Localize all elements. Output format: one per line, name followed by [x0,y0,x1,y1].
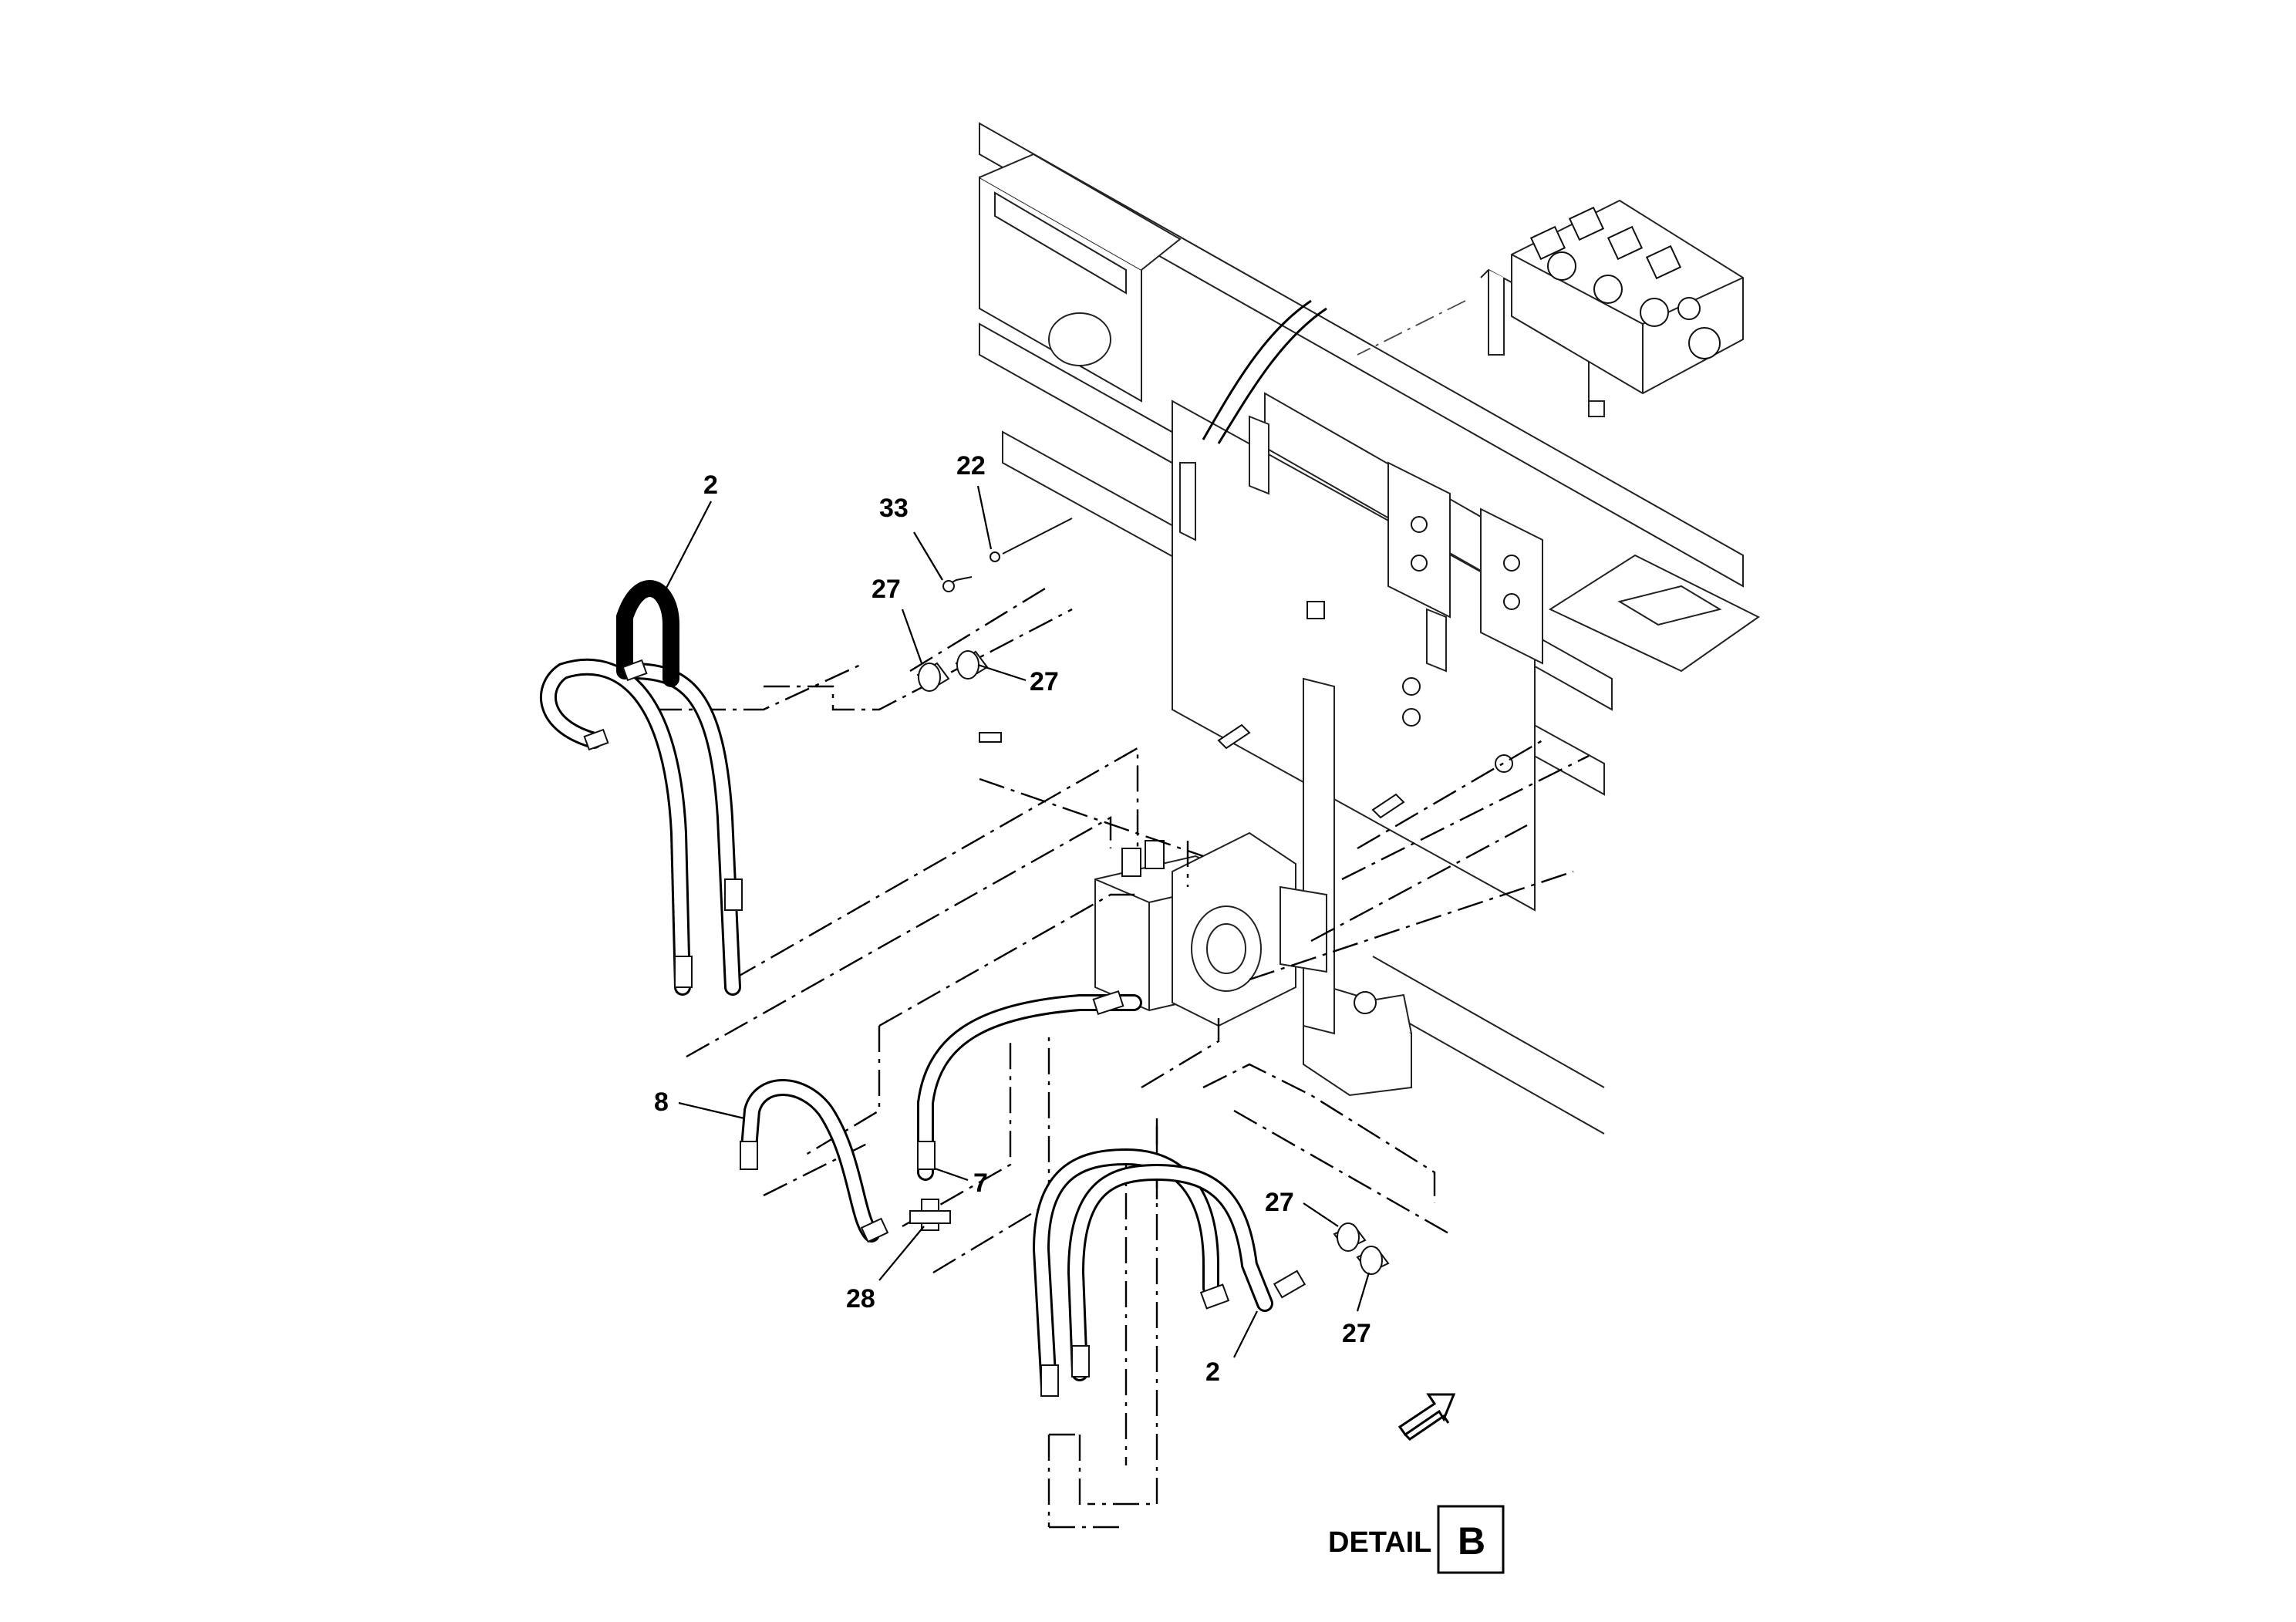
detail-text: DETAIL [1328,1526,1431,1559]
machine-frame [979,122,1760,1135]
callout-27-b: 27 [977,663,1059,696]
svg-text:22: 22 [956,451,986,481]
svg-text:2: 2 [703,470,718,500]
detail-letter: B [1458,1519,1485,1563]
detail-label: DETAIL B [1328,1505,1505,1574]
callout-27-c: 27 [1265,1188,1339,1227]
hose-assembly-8 [740,1079,889,1243]
svg-text:27: 27 [1030,667,1059,696]
svg-text:2: 2 [1205,1357,1220,1387]
callout-33: 33 [879,494,943,581]
svg-text:33: 33 [879,494,909,523]
callout-2-bottom: 2 [1205,1310,1258,1387]
svg-text:27: 27 [1265,1188,1294,1217]
svg-text:28: 28 [846,1284,875,1313]
callout-22: 22 [956,451,993,550]
callout-7: 7 [934,1167,988,1198]
bolt-33 [942,576,973,592]
arrow-icon [1397,1393,1456,1441]
svg-text:7: 7 [973,1168,988,1198]
control-valve-icon [1480,199,1744,417]
tee-fitting-28 [909,1199,951,1231]
hose-assembly-7 [917,990,1142,1181]
washer-22 [990,518,1073,562]
callout-27-d: 27 [1342,1272,1371,1348]
hose-assembly-2-bottom [1032,1148,1306,1397]
callout-8: 8 [654,1088,745,1120]
hose-assembly-2-top [540,580,743,996]
svg-text:27: 27 [1342,1319,1371,1348]
adapter-27-pair-bottom [1333,1222,1390,1275]
callout-28: 28 [846,1226,925,1313]
svg-text:8: 8 [654,1088,669,1117]
routing-lines [656,300,1590,1529]
callout-2-top: 2 [663,470,718,595]
svg-text:27: 27 [872,575,901,604]
callout-27-a: 27 [872,575,923,664]
